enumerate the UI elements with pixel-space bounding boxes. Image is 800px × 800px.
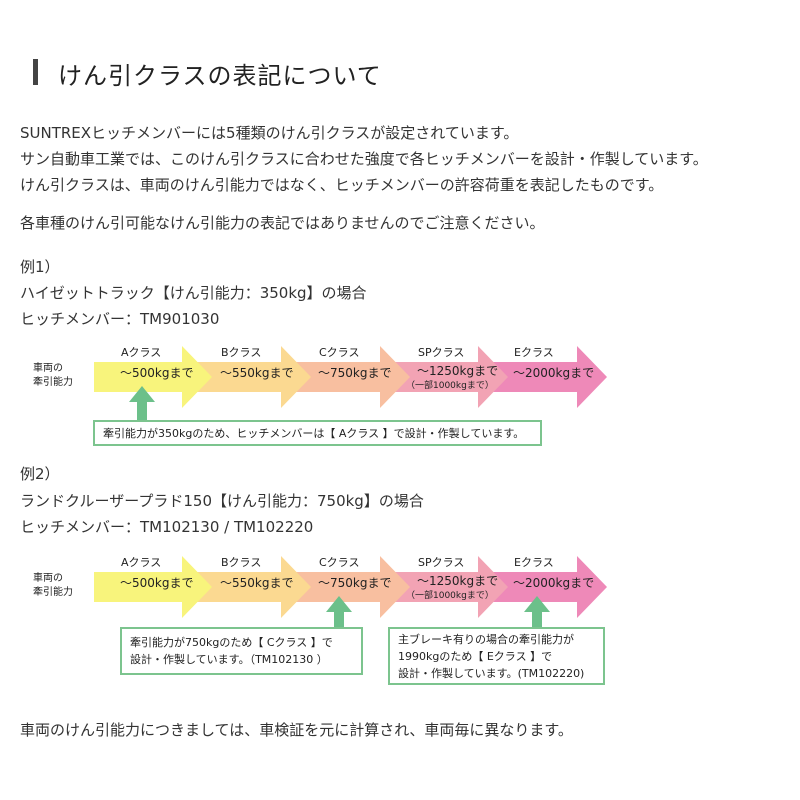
class-arrows bbox=[94, 556, 607, 632]
intro-line: サン自動車工業では、このけん引クラスに合わせた強度で各ヒッチメンバーを設計・作製… bbox=[20, 150, 708, 168]
vehicle-capacity-label: 車両の牽引能力 bbox=[33, 362, 73, 390]
class-arrow-5 bbox=[478, 556, 607, 618]
class-arrow-3 bbox=[281, 346, 410, 408]
class-arrow-4 bbox=[380, 346, 508, 408]
class-arrows bbox=[94, 346, 607, 422]
footer-note: 車両のけん引能力につきましては、車検証を元に計算され、車両毎に異なります。 bbox=[20, 721, 573, 739]
class-name: Cクラス bbox=[319, 556, 360, 569]
page-title: けん引クラスの表記について bbox=[58, 62, 382, 90]
class-name: SPクラス bbox=[418, 346, 465, 359]
green-pointer-arrow bbox=[524, 596, 550, 632]
class-name: Bクラス bbox=[221, 346, 262, 359]
class-arrow-1 bbox=[94, 556, 212, 618]
class-arrow-4 bbox=[380, 556, 508, 618]
class-limit-note: （一部1000kgまで） bbox=[406, 381, 494, 391]
class-diagram-2: 車両の牽引能力 Aクラス ～500kgまで Bクラス ～550kgまで Cクラス ～750k… bbox=[0, 550, 800, 680]
class-name: Aクラス bbox=[121, 556, 162, 569]
example1-hitch: ヒッチメンバー：TM901030 bbox=[20, 310, 220, 328]
class-limit: ～2000kgまで bbox=[513, 366, 595, 380]
class-diagram-1: 車両の牽引能力 Aクラス ～500kgまで Bクラス ～550kgまで Cクラス ～750k… bbox=[0, 340, 800, 470]
example2-note-e: 主ブレーキ有りの場合の牽引能力が 1990kgのため【 Eクラス 】で 設計・作… bbox=[388, 627, 605, 685]
class-arrow-1 bbox=[94, 346, 212, 408]
class-arrow-2 bbox=[182, 346, 311, 408]
caution-text: 各車種のけん引可能なけん引能力の表記ではありませんのでご注意ください。 bbox=[20, 214, 545, 232]
intro-line: けん引クラスは、車両のけん引能力ではなく、ヒッチメンバーの許容荷重を表記したもの… bbox=[20, 176, 664, 194]
class-arrow-3 bbox=[281, 556, 410, 618]
example1-note: 牽引能力が350kgのため、ヒッチメンバーは【 Aクラス 】で設計・作製していま… bbox=[93, 420, 542, 446]
example2-vehicle: ランドクルーザープラド150【けん引能力：750kg】の場合 bbox=[20, 492, 424, 510]
class-limit: ～550kgまで bbox=[220, 576, 294, 590]
example1-heading: 例1） bbox=[20, 258, 60, 276]
green-pointer-arrow bbox=[326, 596, 352, 632]
class-name: Eクラス bbox=[514, 556, 554, 569]
class-limit: ～2000kgまで bbox=[513, 576, 595, 590]
class-limit-note: （一部1000kgまで） bbox=[406, 591, 494, 601]
label-line: 車両の bbox=[33, 573, 63, 584]
note-line: 牽引能力が750kgのため【 Cクラス 】で bbox=[130, 636, 333, 649]
class-arrow-2 bbox=[182, 556, 311, 618]
label-line: 牽引能力 bbox=[33, 587, 73, 598]
class-limit: ～500kgまで bbox=[120, 576, 194, 590]
class-limit: ～500kgまで bbox=[120, 366, 194, 380]
class-arrow-5 bbox=[478, 346, 607, 408]
example2-heading: 例2） bbox=[20, 465, 60, 483]
class-name: SPクラス bbox=[418, 556, 465, 569]
example2-note-c: 牽引能力が750kgのため【 Cクラス 】で 設計・作製しています。（TM102… bbox=[120, 627, 363, 675]
class-limit: ～1250kgまで bbox=[417, 364, 499, 378]
intro-line: SUNTREXヒッチメンバーには5種類のけん引クラスが設定されています。 bbox=[20, 124, 519, 142]
example2-hitch: ヒッチメンバー：TM102130 / TM102220 bbox=[20, 518, 314, 536]
note-line: 主ブレーキ有りの場合の牽引能力が bbox=[398, 633, 574, 646]
example1-vehicle: ハイゼットトラック【けん引能力：350kg】の場合 bbox=[20, 284, 367, 302]
class-name: Cクラス bbox=[319, 346, 360, 359]
note-line: 設計・作製しています。（TM102130 ） bbox=[130, 653, 328, 666]
label-line: 牽引能力 bbox=[33, 377, 73, 388]
class-limit: ～750kgまで bbox=[318, 366, 392, 380]
note-line: 1990kgのため【 Eクラス 】で bbox=[398, 650, 553, 663]
class-name: Aクラス bbox=[121, 346, 162, 359]
label-line: 車両の bbox=[33, 363, 63, 374]
class-limit: ～550kgまで bbox=[220, 366, 294, 380]
class-limit: ～1250kgまで bbox=[417, 574, 499, 588]
vehicle-capacity-label: 車両の牽引能力 bbox=[33, 572, 73, 600]
title-accent-bar bbox=[33, 59, 38, 85]
green-pointer-arrow bbox=[129, 386, 155, 422]
class-limit: ～750kgまで bbox=[318, 576, 392, 590]
class-name: Bクラス bbox=[221, 556, 262, 569]
class-name: Eクラス bbox=[514, 346, 554, 359]
note-line: 設計・作製しています。(TM102220) bbox=[398, 667, 585, 680]
